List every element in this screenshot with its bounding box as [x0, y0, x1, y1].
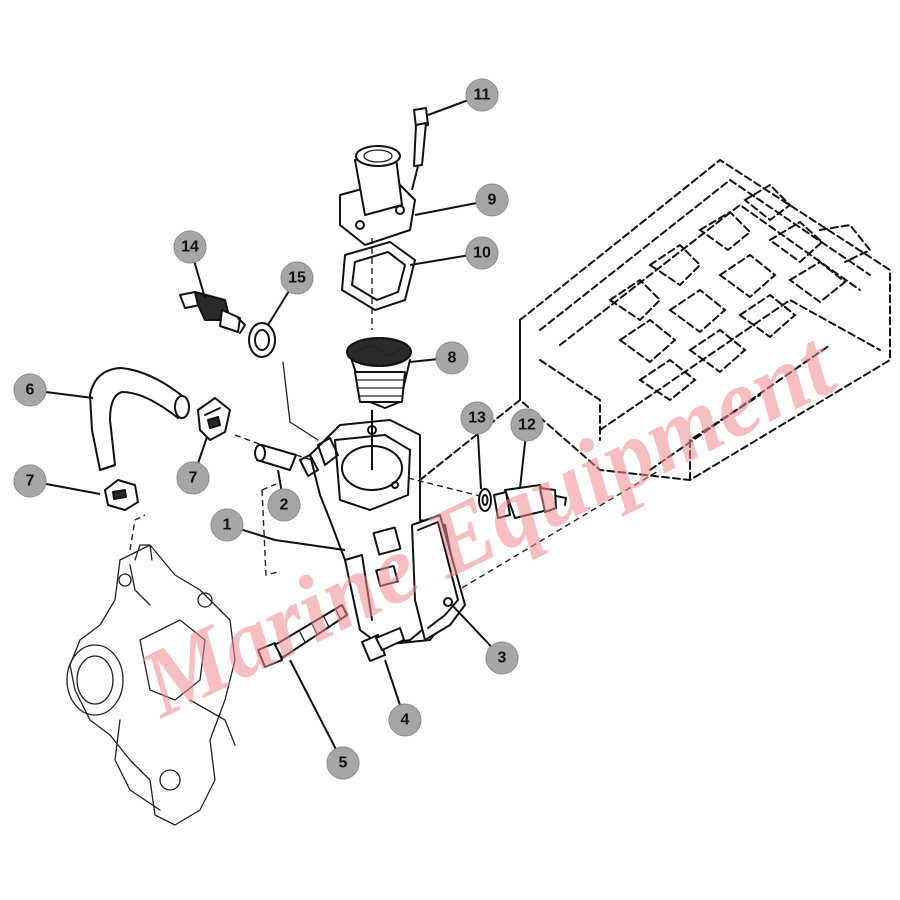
- side-gasket: [411, 514, 466, 641]
- callout-5-label: 5: [339, 755, 348, 772]
- callout-10-label: 10: [473, 245, 491, 262]
- water-pump-outline: [66, 514, 236, 826]
- bolt-11: [411, 107, 429, 191]
- hose-clamp-lower: [104, 479, 139, 511]
- callout-7-upper: 7: [176, 461, 210, 495]
- bypass-hose: [89, 367, 190, 471]
- callout-14: 14: [173, 230, 207, 264]
- switch-axis: [407, 477, 481, 497]
- alignment-line: [444, 469, 661, 599]
- callout-11: 11: [465, 78, 499, 112]
- callout-1-label: 1: [223, 517, 232, 534]
- callout-11-label: 11: [474, 87, 491, 104]
- callout-13: 13: [460, 401, 494, 435]
- temperature-sensor: [179, 291, 246, 334]
- callout-2-label: 2: [280, 497, 289, 514]
- callout-2: 2: [267, 488, 301, 522]
- bolt-4: [361, 627, 405, 662]
- thermostat-cover: [339, 145, 416, 246]
- thermostat: [346, 337, 412, 470]
- callout-9: 9: [475, 183, 509, 217]
- sensor-axis-line: [282, 361, 319, 441]
- pipe-nipple: [254, 444, 297, 471]
- hose-clamp-upper: [197, 397, 231, 441]
- callout-4-label: 4: [401, 712, 410, 729]
- callout-9-label: 9: [488, 192, 497, 209]
- callout-8-label: 8: [448, 350, 457, 367]
- callout-7-upper-label: 7: [189, 470, 198, 487]
- callout-15: 15: [280, 261, 314, 295]
- bolt-5: [257, 604, 348, 668]
- callout-1: 1: [210, 508, 244, 542]
- callout-7-lower: 7: [13, 464, 47, 498]
- switch-washer: [478, 488, 492, 512]
- callout-7-lower-label: 7: [26, 473, 35, 490]
- temperature-switch: [493, 484, 567, 519]
- callout-3: 3: [485, 641, 519, 675]
- callout-6: 6: [13, 373, 47, 407]
- callout-3-label: 3: [498, 650, 507, 667]
- housing-dashed-outline: [261, 483, 279, 576]
- callout-6-label: 6: [26, 382, 35, 399]
- callout-12: 12: [510, 408, 544, 442]
- pipe-axis: [234, 434, 313, 461]
- callout-10: 10: [465, 236, 499, 270]
- engine-block-outline: [419, 158, 891, 482]
- sensor-washer: [248, 322, 276, 358]
- callout-14-label: 14: [181, 239, 199, 256]
- callout-4: 4: [388, 703, 422, 737]
- callout-5: 5: [326, 746, 360, 780]
- callout-13-label: 13: [468, 410, 486, 427]
- callout-15-label: 15: [288, 270, 306, 287]
- cover-gasket: [341, 238, 416, 330]
- callout-12-label: 12: [518, 417, 536, 434]
- callout-8: 8: [435, 341, 469, 375]
